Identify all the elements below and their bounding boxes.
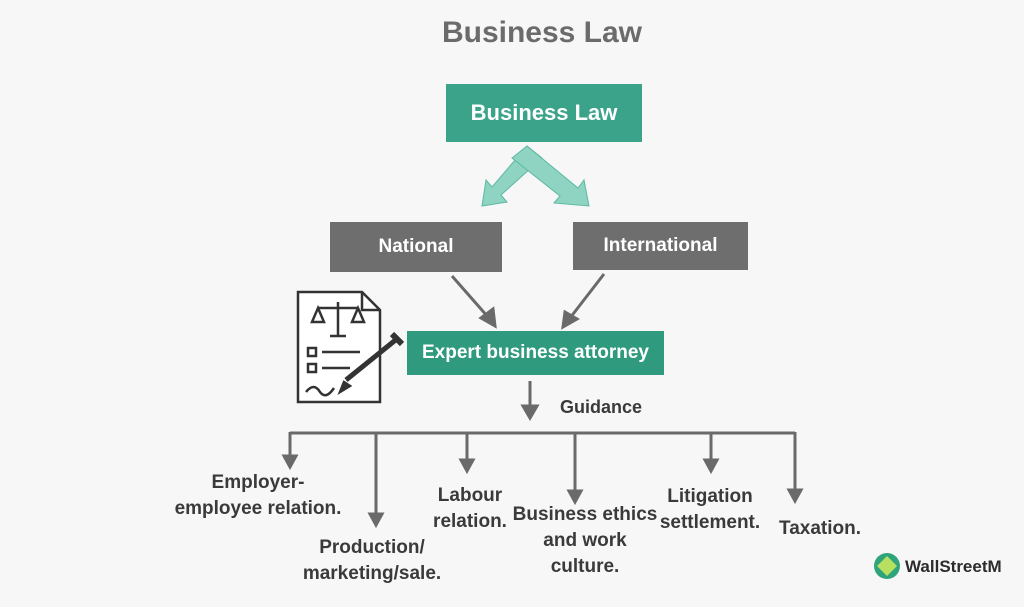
converge-arrows — [450, 273, 606, 330]
national-node: National — [330, 222, 502, 272]
branch-labour-relation: Labour relation. — [420, 483, 520, 535]
watermark-text: WallStreetM — [905, 557, 1002, 576]
split-arrow-icon — [481, 145, 590, 207]
branch-line: marketing/sale. — [302, 563, 442, 584]
diagram-title: Business Law — [441, 16, 643, 49]
business-law-node: Business Law — [446, 84, 642, 142]
branch-litigation-settlement: Litigation settlement. — [650, 484, 770, 536]
branch-employer-employee: Employer- employee relation. — [160, 470, 356, 522]
branch-line: Litigation — [667, 486, 753, 507]
branch-line: settlement. — [659, 512, 761, 533]
branch-bus — [281, 431, 804, 529]
branch-line: Taxation. — [779, 518, 861, 539]
branch-line: employee relation. — [174, 498, 342, 519]
branch-line: culture. — [550, 556, 620, 577]
wallstreet-logo-icon — [874, 553, 900, 579]
guidance-arrow — [520, 381, 540, 421]
branch-line: Production/ — [319, 537, 425, 558]
branch-line: relation. — [433, 511, 507, 532]
branch-line: Business ethics — [512, 504, 658, 525]
branch-line: Labour — [437, 485, 503, 506]
expert-attorney-node: Expert business attorney — [407, 331, 664, 375]
branch-production-marketing: Production/ marketing/sale. — [286, 535, 458, 587]
branch-business-ethics: Business ethics and work culture. — [505, 502, 665, 580]
legal-document-icon — [296, 290, 405, 404]
branch-line: Employer- — [211, 472, 305, 493]
guidance-label: Guidance — [560, 397, 643, 417]
branch-taxation: Taxation. — [770, 516, 870, 542]
branch-line: and work — [543, 530, 627, 551]
international-node: International — [573, 222, 748, 270]
